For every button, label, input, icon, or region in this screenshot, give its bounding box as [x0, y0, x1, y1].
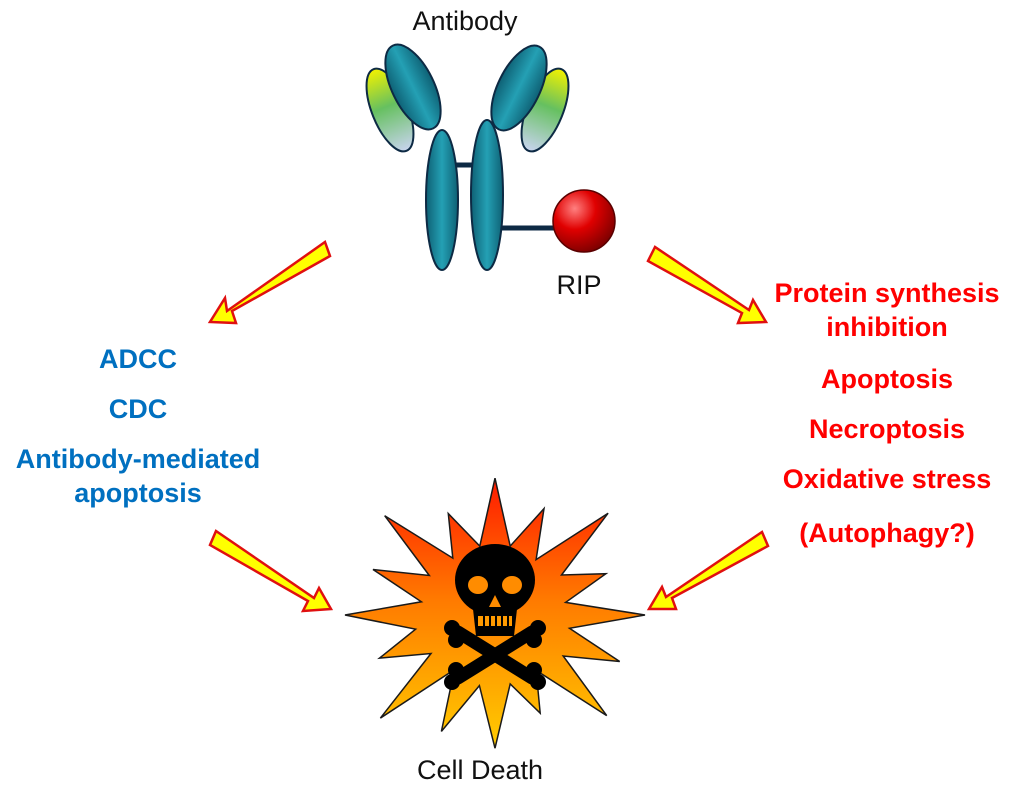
arrow-right-to-cell-death	[646, 530, 770, 611]
antibody-icon	[365, 43, 570, 271]
left-mechanism-apoptosis: apoptosis	[74, 478, 202, 508]
left-mechanism-cdc: CDC	[109, 394, 168, 424]
right-mechanism-autophagy: (Autophagy?)	[799, 518, 974, 548]
right-mechanism-necroptosis: Necroptosis	[809, 414, 965, 444]
right-mechanism-list: Protein synthesis inhibition Apoptosis N…	[774, 278, 999, 548]
skull-crossbones-icon	[444, 544, 546, 690]
right-mechanism-inhibition: inhibition	[826, 312, 947, 342]
rip-label: RIP	[556, 270, 601, 300]
arrow-left-to-cell-death	[208, 529, 334, 613]
left-mechanism-list: ADCC CDC Antibody-mediated apoptosis	[16, 344, 261, 508]
left-mechanism-antibody-mediated: Antibody-mediated	[16, 444, 261, 474]
right-mechanism-protein-synthesis: Protein synthesis	[774, 278, 999, 308]
arrow-to-left-mechanisms	[207, 240, 332, 325]
left-mechanism-adcc: ADCC	[99, 344, 177, 374]
cell-death-label: Cell Death	[417, 755, 543, 785]
arrow-to-right-mechanisms	[646, 245, 769, 325]
rip-sphere-icon	[552, 189, 616, 253]
antibody-label: Antibody	[412, 6, 518, 36]
right-mechanism-apoptosis: Apoptosis	[821, 364, 953, 394]
right-mechanism-oxidative-stress: Oxidative stress	[783, 464, 992, 494]
